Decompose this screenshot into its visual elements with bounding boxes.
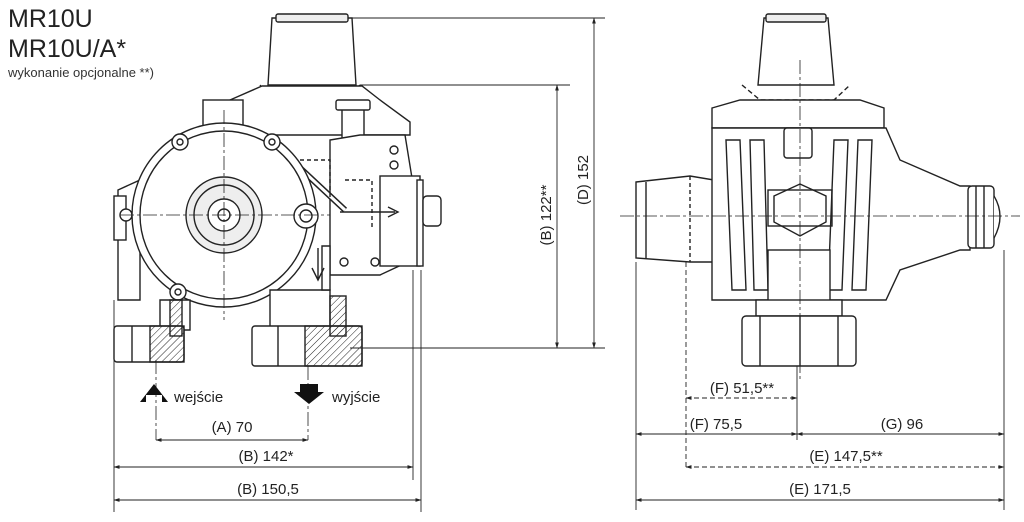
dim-b-label: (B) 150,5: [237, 481, 299, 498]
side-dimensions: [635, 250, 1005, 510]
front-view: [113, 13, 442, 440]
side-housing: [711, 99, 885, 129]
dim-b-vertical-label: (B) 122**: [538, 184, 555, 245]
dim-f-label: (F) 75,5: [690, 416, 743, 433]
front-dimension-labels: (A) 70 (B) 142* (B) 150,5 (B) 122** (D) …: [212, 155, 592, 498]
dim-b-star-label: (B) 142*: [238, 448, 293, 465]
optional-version-note: wykonanie opcjonalne **): [8, 65, 154, 80]
inlet-label: wejście: [173, 389, 223, 406]
side-dimension-labels: (F) 51,5** (F) 75,5 (G) 96 (E) 147,5** (…: [690, 380, 924, 498]
side-view: [620, 13, 1020, 380]
dim-f-star-label: (F) 51,5**: [710, 380, 774, 397]
regulator-cap: [267, 17, 357, 86]
dim-e-label: (E) 171,5: [789, 481, 851, 498]
outlet-label: wyjście: [331, 389, 380, 406]
model-variant-title: MR10U/A*: [8, 35, 127, 63]
side-bottom-fitting: [741, 315, 857, 367]
side-outlet-nut: [967, 185, 995, 249]
dim-d-vertical-label: (D) 152: [575, 155, 592, 205]
model-title: MR10U: [8, 5, 93, 33]
side-cap: [757, 17, 835, 86]
dim-e-star-label: (E) 147,5**: [809, 448, 883, 465]
dim-g-label: (G) 96: [881, 416, 924, 433]
outlet-arrow-icon: [294, 384, 324, 404]
dim-a-label: (A) 70: [212, 419, 253, 436]
front-dimensions: [113, 17, 605, 512]
flow-arrows: wejście wyjście: [140, 384, 380, 406]
title-block: MR10U MR10U/A* wykonanie opcjonalne **): [8, 4, 154, 81]
diaphragm-housing: [229, 85, 411, 136]
side-inlet-pipe: [635, 175, 715, 263]
inlet-arrow-icon: [140, 384, 168, 402]
